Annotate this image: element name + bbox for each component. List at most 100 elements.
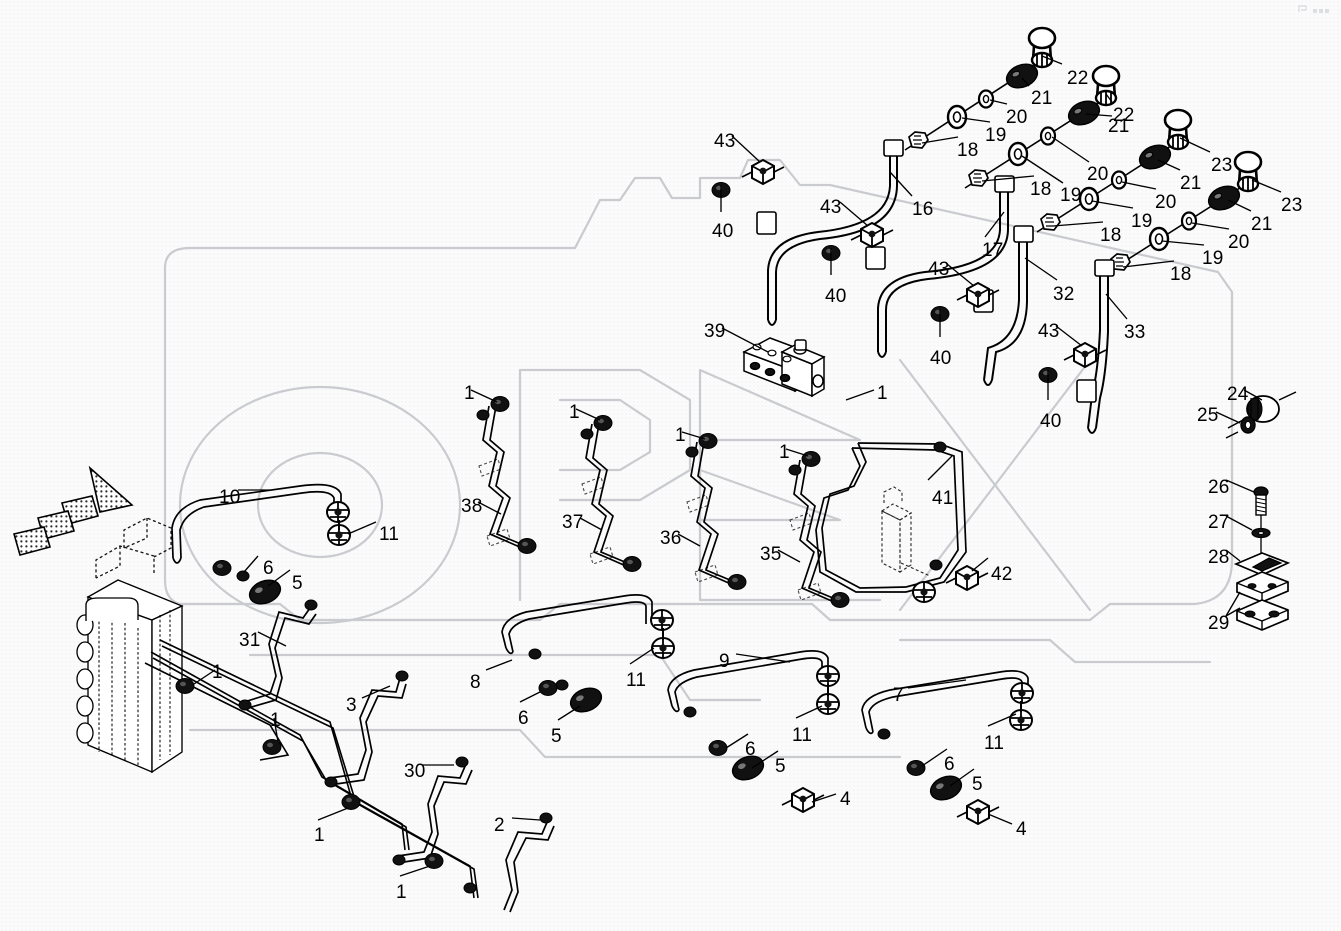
callout-32: 32	[1053, 284, 1075, 305]
callout-18: 18	[1170, 264, 1192, 285]
callout-16: 16	[912, 199, 934, 220]
callout-24: 24	[1227, 384, 1249, 405]
washer-27	[1251, 527, 1271, 539]
plug-24	[1227, 391, 1297, 429]
callout-6: 6	[518, 708, 529, 729]
callout-26: 26	[1208, 477, 1230, 498]
callout-17: 17	[982, 240, 1004, 261]
fittings-8	[528, 609, 675, 717]
exploded-plug-24-25	[1225, 391, 1297, 439]
callout-25: 25	[1197, 405, 1219, 426]
callout-43: 43	[714, 131, 736, 152]
callout-6: 6	[263, 558, 274, 579]
callout-1: 1	[314, 825, 325, 846]
coupler-bank-d	[1107, 150, 1263, 273]
flow-direction-arrow	[12, 465, 134, 556]
callout-21: 21	[1180, 173, 1202, 194]
callout-28: 28	[1208, 547, 1230, 568]
callout-27: 27	[1208, 512, 1230, 533]
callout-43: 43	[928, 259, 950, 280]
callout-1: 1	[464, 383, 475, 404]
callout-4: 4	[1016, 819, 1027, 840]
valve-42-phantom	[880, 486, 931, 577]
tube-8	[501, 594, 653, 655]
callout-5: 5	[551, 726, 562, 747]
callout-2: 2	[494, 815, 505, 836]
callout-40: 40	[712, 221, 734, 242]
callout-11: 11	[626, 670, 647, 691]
tube-2	[463, 812, 555, 913]
callout-40: 40	[930, 348, 952, 369]
callout-5: 5	[775, 756, 786, 777]
callout-20: 20	[1006, 107, 1028, 128]
callout-19: 19	[1060, 185, 1082, 206]
callout-6: 6	[745, 739, 756, 760]
tube-upper-nuts	[476, 396, 850, 608]
callout-43: 43	[820, 197, 842, 218]
bolt-26	[1253, 486, 1269, 516]
tube-31	[238, 599, 318, 711]
callout-41: 41	[932, 488, 954, 509]
inline-nuts-main	[175, 678, 444, 869]
tube-3	[324, 670, 409, 788]
callout-18: 18	[957, 140, 979, 161]
corner-watermark-fragment	[1298, 5, 1329, 13]
callout-11: 11	[792, 725, 813, 746]
callout-33: 33	[1124, 322, 1146, 343]
clamp-lower-29	[1236, 599, 1289, 631]
callout-1: 1	[569, 402, 580, 423]
callout-7: 7	[893, 685, 904, 706]
main-control-valve-stack	[76, 517, 184, 774]
callout-20: 20	[1228, 232, 1250, 253]
callout-8: 8	[470, 672, 481, 693]
callout-1: 1	[675, 425, 686, 446]
fittings-9	[683, 665, 840, 813]
callout-21: 21	[1108, 116, 1130, 137]
callout-20: 20	[1155, 192, 1177, 213]
callout-23: 23	[1211, 155, 1233, 176]
callout-1: 1	[270, 710, 281, 731]
exploded-clamp-26-29	[1233, 486, 1291, 631]
callout-23: 23	[1281, 195, 1303, 216]
callout-1: 1	[396, 882, 407, 903]
callout-36: 36	[660, 528, 682, 549]
callout-19: 19	[1131, 211, 1153, 232]
callout-37: 37	[562, 512, 584, 533]
fittings-41-42	[912, 441, 989, 603]
callout-11: 11	[379, 524, 400, 545]
callout-6: 6	[944, 754, 955, 775]
fittings-7	[877, 682, 1034, 825]
callout-35: 35	[760, 544, 782, 565]
coupler-bank-b	[964, 64, 1121, 189]
callout-20: 20	[1087, 164, 1109, 185]
callout-9: 9	[719, 651, 730, 672]
callout-38: 38	[461, 496, 483, 517]
callout-22: 22	[1067, 68, 1089, 89]
callout-39: 39	[704, 321, 726, 342]
callout-19: 19	[985, 125, 1007, 146]
tube-7	[861, 670, 1029, 735]
oring-25	[1225, 416, 1256, 439]
callout-1: 1	[779, 442, 790, 463]
callout-4: 4	[840, 789, 851, 810]
callout-29: 29	[1208, 613, 1230, 634]
leader-lines	[193, 55, 1282, 877]
callout-40: 40	[825, 286, 847, 307]
tube-clamp-ghosts	[478, 458, 822, 601]
callout-18: 18	[1030, 179, 1052, 200]
callout-1: 1	[212, 662, 223, 683]
callout-1: 1	[877, 383, 888, 404]
callout-22: 22	[1113, 105, 1135, 126]
callout-11: 11	[984, 733, 1005, 754]
tube-9	[667, 650, 829, 713]
callout-5: 5	[972, 774, 983, 795]
callout-19: 19	[1202, 248, 1224, 269]
callout-18: 18	[1100, 225, 1122, 246]
tube-set-upper	[482, 405, 841, 603]
tube-10	[171, 483, 342, 564]
tube-41	[815, 442, 967, 593]
callout-10: 10	[219, 487, 241, 508]
clamp-upper-29	[1236, 571, 1289, 603]
